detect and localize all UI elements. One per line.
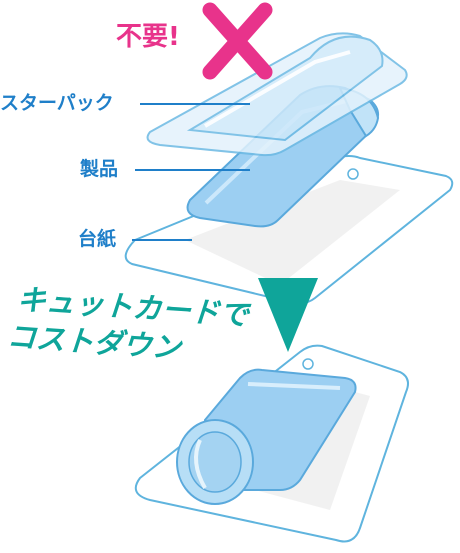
backing-card-label: 台紙 (78, 228, 117, 250)
x-mark-icon (202, 2, 273, 80)
backing-card-sheet (124, 155, 454, 305)
down-triangle-arrow-icon (258, 278, 318, 352)
product-tube-bottom (176, 368, 357, 505)
unnecessary-label: 不要! (116, 22, 180, 52)
product-label: 製品 (80, 158, 119, 180)
blister-pack-shell (146, 32, 408, 157)
blister-pack-label: スターパック (0, 92, 114, 114)
